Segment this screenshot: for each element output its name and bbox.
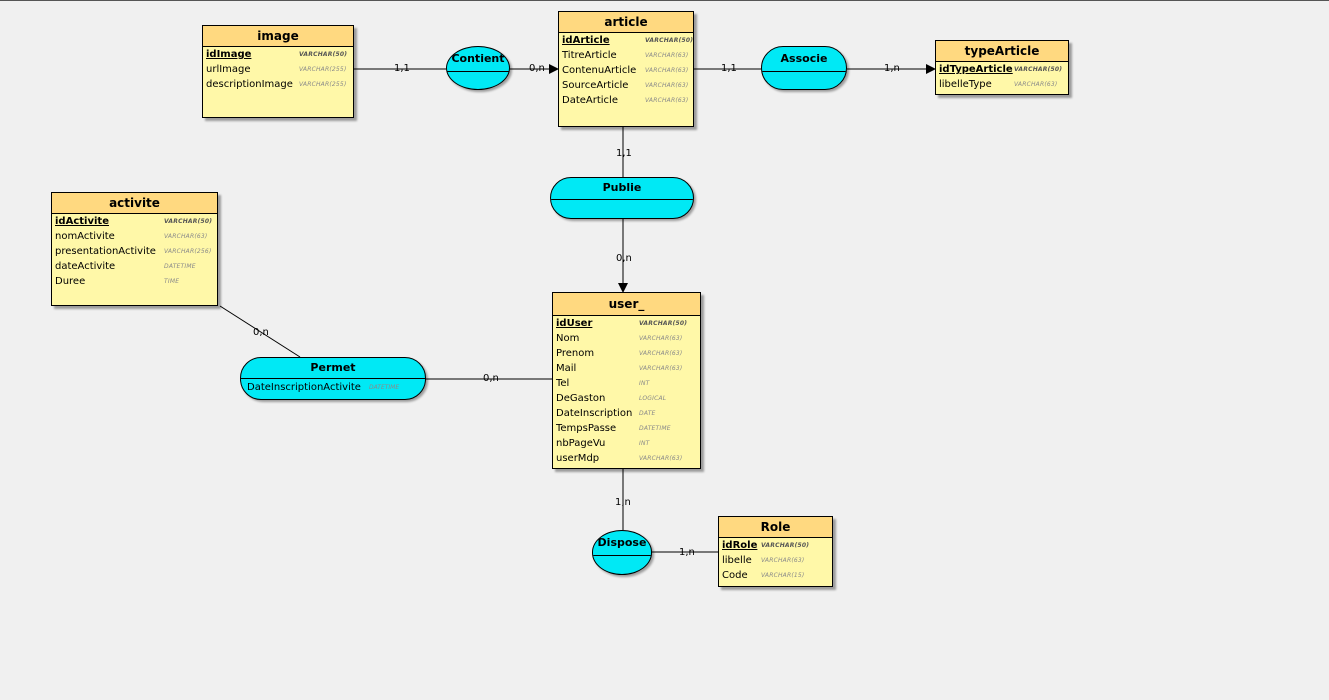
association-associe[interactable]: Associe [761,46,847,90]
association-contient[interactable]: Contient [446,46,510,90]
association-associe-label: Associe [780,52,828,65]
link-activite-permet [219,305,301,358]
association-separator [762,71,846,72]
association-permet-label: Permet [310,361,356,374]
entity-article-title: article [559,12,693,33]
card-article-associe: 1,1 [721,63,737,74]
card-user-dispose: 1,n [615,497,631,508]
association-dispose[interactable]: Dispose [592,530,652,575]
card-dispose-role: 1,n [679,547,695,558]
association-separator [593,555,651,556]
entity-typearticle-title: typeArticle [936,41,1068,62]
card-activite-permet: 0,n [253,327,269,338]
association-separator [447,71,509,72]
top-border [0,0,1329,1]
entity-user-title: user_ [553,293,700,316]
card-permet-user: 0,n [483,373,499,384]
card-article-publie: 1,1 [616,148,632,159]
association-permet[interactable]: Permet DateInscriptionActivite DATETIME [240,357,426,400]
entity-role-title: Role [719,517,832,538]
association-separator [551,199,693,200]
association-separator [241,378,425,379]
association-permet-attr-type: DATETIME [369,384,400,391]
card-image-contient: 1,1 [394,63,410,74]
association-contient-label: Contient [451,52,505,65]
card-associe-typearticle: 1,n [884,63,900,74]
association-dispose-label: Dispose [597,536,647,549]
entity-image-title: image [203,26,353,47]
association-publie-label: Publie [602,181,642,194]
association-publie[interactable]: Publie [550,177,694,219]
card-contient-article: 0,n [529,63,545,74]
entity-activite-title: activite [52,193,217,214]
association-permet-attr: DateInscriptionActivite [247,382,361,393]
card-publie-user: 0,n [616,253,632,264]
